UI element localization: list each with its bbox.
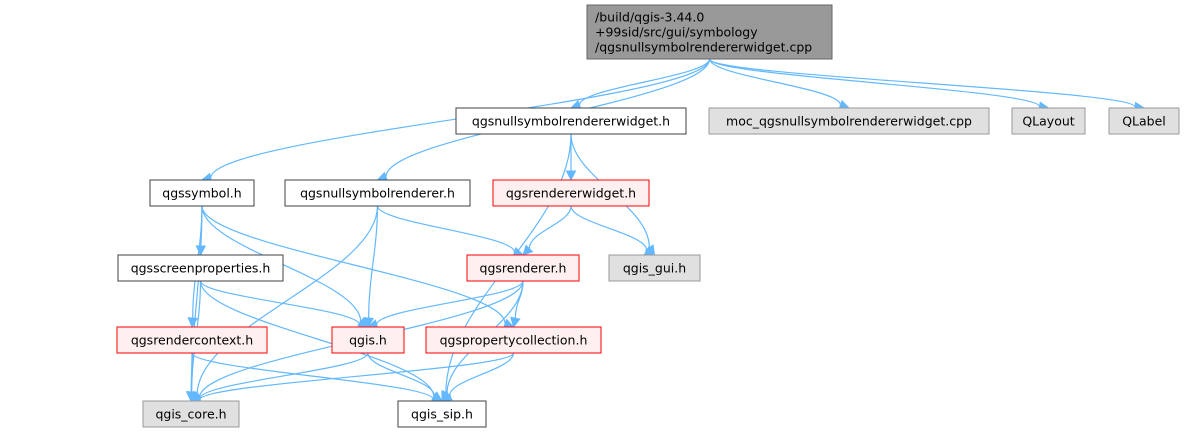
edge-nullrenderer_h-to-renderer_h: [376, 205, 525, 257]
edge-arrowhead: [185, 391, 197, 403]
node-qgis-h[interactable]: qgis.h: [331, 326, 405, 354]
node-box: [331, 326, 405, 354]
edge-propcoll_h-to-qgis_sip_h: [441, 352, 515, 402]
edge-arrowhead: [565, 170, 577, 182]
node-box: [492, 179, 650, 207]
edge-root-to-qlayout: [708, 58, 1050, 112]
edge-propcoll_h-to-qgis_core_h: [189, 352, 515, 405]
edge-line: [199, 280, 360, 325]
node-box: [142, 400, 240, 428]
edge-line: [448, 352, 515, 397]
node-moc[interactable]: moc_qgsnullsymbolrendererwidget.cpp: [708, 107, 990, 135]
edge-line: [376, 205, 516, 253]
edge-nullrenderer_h-to-qgis_h: [363, 205, 379, 329]
node-box: [1011, 107, 1086, 135]
edge-line: [368, 205, 379, 319]
node-rendererwidget-h[interactable]: qgsrendererwidget.h: [492, 179, 650, 207]
node-rendercontext-h[interactable]: qgsrendercontext.h: [116, 326, 268, 354]
edge-line: [708, 58, 1041, 108]
edge-arrowhead: [510, 316, 521, 329]
node-box: [708, 107, 990, 135]
node-label: /build/qgis-3.44.0: [595, 10, 704, 25]
edge-line: [528, 205, 572, 249]
node-box: [397, 400, 487, 428]
node-label: QLayout: [1022, 114, 1074, 129]
edge-rendercontext_h-to-qgis_core_h: [185, 352, 197, 403]
node-label: qgsrendererwidget.h: [506, 186, 636, 201]
node-label: qgsnullsymbolrendererwidget.h: [472, 114, 670, 129]
file-nodes: /build/qgis-3.44.0+99sid/src/gui/symbolo…: [116, 4, 1180, 428]
node-screenprops-h[interactable]: qgsscreenproperties.h: [117, 254, 284, 282]
node-box: [425, 326, 602, 354]
edge-line: [199, 280, 435, 398]
edge-rendererwidget_h-to-qgis_gui_h: [570, 205, 656, 256]
edge-line: [367, 352, 436, 397]
node-label: moc_qgsnullsymbolrendererwidget.cpp: [726, 114, 972, 129]
node-label: qgis_gui.h: [623, 261, 686, 276]
edge-arrowhead: [441, 391, 453, 402]
edge-line: [578, 58, 711, 106]
edge-line: [708, 58, 842, 106]
node-widget-h[interactable]: qgsnullsymbolrendererwidget.h: [455, 107, 687, 135]
node-label: qgssymbol.h: [162, 186, 241, 201]
edge-root-to-moc: [708, 58, 851, 110]
edge-arrowhead: [363, 317, 375, 329]
edge-line: [196, 205, 379, 395]
node-box: [1108, 107, 1180, 135]
node-root[interactable]: /build/qgis-3.44.0+99sid/src/gui/symbolo…: [586, 4, 833, 60]
edge-line: [708, 58, 1136, 108]
edge-line: [199, 352, 369, 399]
node-box: [117, 254, 284, 282]
node-label: /qgsnullsymbolrendererwidget.cpp: [595, 40, 812, 55]
node-label: qgspropertycollection.h: [440, 333, 588, 348]
node-label: qgis.h: [349, 333, 387, 348]
edge-line: [376, 280, 524, 325]
edge-qgis_h-to-qgis_sip_h: [367, 352, 443, 402]
edge-arrowhead: [187, 317, 199, 329]
edge-root-to-qlabel: [708, 58, 1146, 113]
node-symbol-h[interactable]: qgssymbol.h: [149, 179, 255, 207]
edge-line: [191, 352, 434, 400]
node-qlayout[interactable]: QLayout: [1011, 107, 1086, 135]
node-renderer-h[interactable]: qgsrenderer.h: [466, 254, 580, 282]
edge-rendererwidget_h-to-renderer_h: [522, 205, 572, 256]
edge-line: [570, 205, 648, 251]
edge-rendercontext_h-to-qgis_sip_h: [191, 352, 444, 405]
node-label: qgsnullsymbolrenderer.h: [300, 186, 455, 201]
node-label: QLabel: [1122, 114, 1166, 129]
node-label: qgsscreenproperties.h: [131, 261, 271, 276]
node-label: qgis_core.h: [155, 407, 226, 422]
node-box: [284, 179, 471, 207]
edge-arrowhead: [522, 244, 534, 256]
node-label: qgsrenderer.h: [480, 261, 567, 276]
node-label: +99sid/src/gui/symbology: [595, 25, 758, 40]
node-box: [586, 4, 833, 60]
node-box: [466, 254, 580, 282]
node-qlabel[interactable]: QLabel: [1108, 107, 1180, 135]
edge-arrowhead: [431, 391, 443, 402]
node-box: [608, 254, 701, 282]
node-box: [455, 107, 687, 135]
node-label: qgsrendercontext.h: [131, 333, 253, 348]
edge-line: [190, 352, 193, 393]
edge-line: [199, 352, 515, 401]
edge-renderer_h-to-qgis_h: [366, 280, 524, 330]
node-label: qgis_sip.h: [411, 407, 473, 422]
edge-root-to-widget_h: [569, 58, 711, 110]
node-box: [149, 179, 255, 207]
node-propcoll-h[interactable]: qgspropertycollection.h: [425, 326, 602, 354]
node-qgis-core-h[interactable]: qgis_core.h: [142, 400, 240, 428]
node-qgis-gui-h[interactable]: qgis_gui.h: [608, 254, 701, 282]
node-box: [116, 326, 268, 354]
node-qgis-sip-h[interactable]: qgis_sip.h: [397, 400, 487, 428]
edge-line: [201, 205, 506, 324]
node-nullrenderer-h[interactable]: qgsnullsymbolrenderer.h: [284, 179, 471, 207]
